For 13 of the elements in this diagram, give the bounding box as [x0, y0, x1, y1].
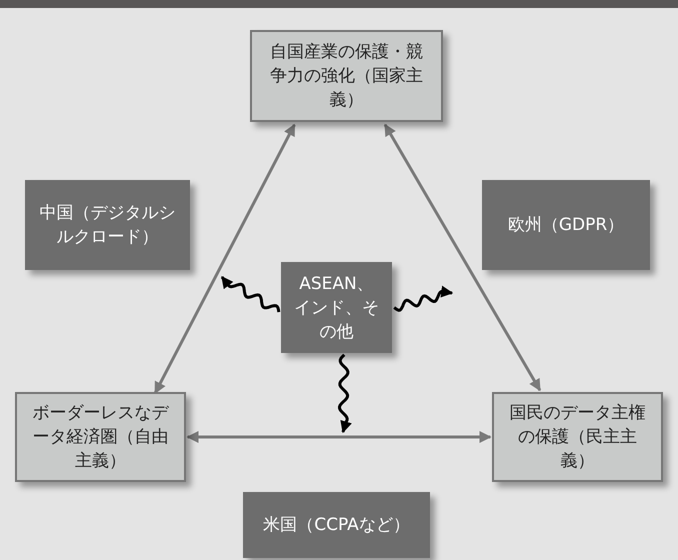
concept-box: 自国産業の保護・競争力の強化（国家主義） — [250, 30, 443, 122]
wavy-arrow — [220, 276, 280, 312]
region-box: ASEAN、インド、その他 — [281, 262, 392, 353]
concept-box: ボーダーレスなデータ経済圏（自由主義） — [15, 392, 186, 482]
region-box: 欧州（GDPR） — [482, 180, 650, 270]
region-box: 米国（CCPAなど） — [243, 492, 430, 558]
arrow — [384, 124, 542, 392]
wavy-arrow — [338, 354, 352, 434]
concept-box: 国民のデータ主権の保護（民主主義） — [492, 392, 663, 482]
wavy-arrow — [393, 286, 454, 312]
arrow — [186, 431, 492, 443]
region-box: 中国（デジタルシルクロード） — [25, 180, 190, 270]
arrow — [154, 124, 296, 394]
